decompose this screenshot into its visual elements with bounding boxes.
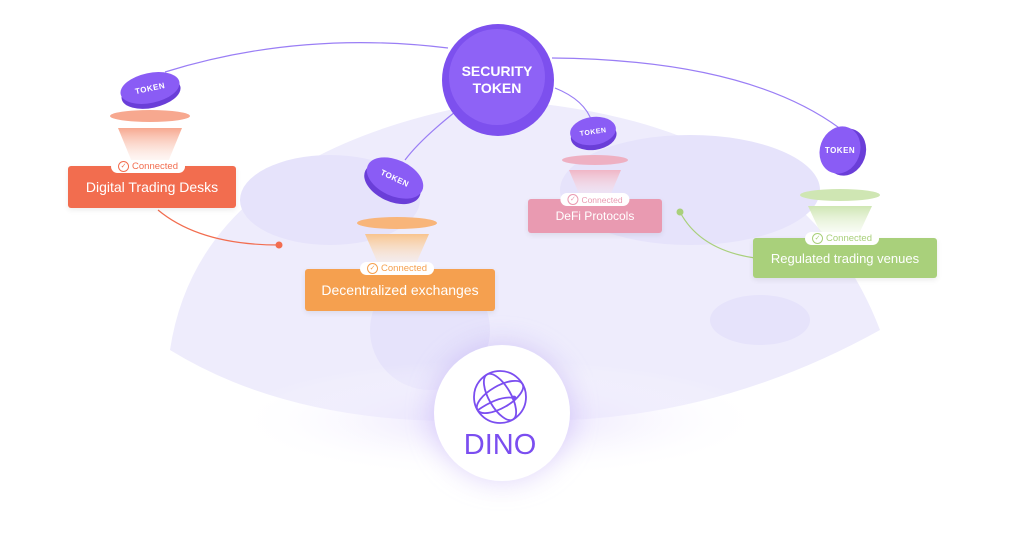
funnel-1 (110, 110, 190, 162)
connected-badge: ✓Connected (560, 193, 630, 206)
token-coin-2: TOKEN (364, 157, 424, 205)
line-to-trading-desks (164, 42, 449, 73)
connected-badge: ✓Connected (805, 232, 879, 245)
hub-label-line2: TOKEN (473, 80, 522, 96)
desks-location-dot (275, 241, 283, 249)
connected-badge: ✓Connected (111, 160, 185, 173)
check-circle-icon: ✓ (567, 194, 579, 205)
funnel-2 (357, 217, 437, 266)
funnel-4 (800, 189, 880, 236)
venue-decentralized-exchanges: Decentralized exchanges (305, 269, 495, 311)
venue-digital-trading-desks: Digital Trading Desks (68, 166, 236, 208)
line-to-dex (404, 111, 456, 161)
desks-pointer-line (157, 209, 280, 246)
globe-logo-icon (473, 370, 527, 424)
venue-label: Digital Trading Desks (85, 179, 219, 195)
connected-badge: ✓Connected (360, 262, 434, 275)
security-token-hub: SECURITY TOKEN (442, 24, 554, 136)
brand-name: DINO (464, 429, 537, 461)
coin-label: TOKEN (825, 146, 855, 155)
funnel-3 (562, 155, 628, 196)
token-coin-3: TOKEN (570, 116, 617, 151)
token-coin-1: TOKEN (120, 72, 181, 109)
check-circle-icon: ✓ (812, 233, 824, 244)
check-circle-icon: ✓ (367, 263, 379, 274)
venues-pointer-line (679, 211, 756, 259)
line-to-regulated-venues (551, 57, 853, 139)
venue-label: Regulated trading venues (770, 250, 920, 266)
dino-logo-badge: DINO (434, 345, 570, 481)
hub-label-line1: SECURITY (462, 63, 533, 79)
check-circle-icon: ✓ (118, 161, 130, 172)
coin-label: TOKEN (579, 127, 607, 138)
venues-location-dot (676, 208, 684, 216)
token-coin-4: TOKEN (819, 126, 867, 176)
venue-label: Decentralized exchanges (321, 282, 479, 298)
venue-label: DeFi Protocols (555, 209, 635, 223)
